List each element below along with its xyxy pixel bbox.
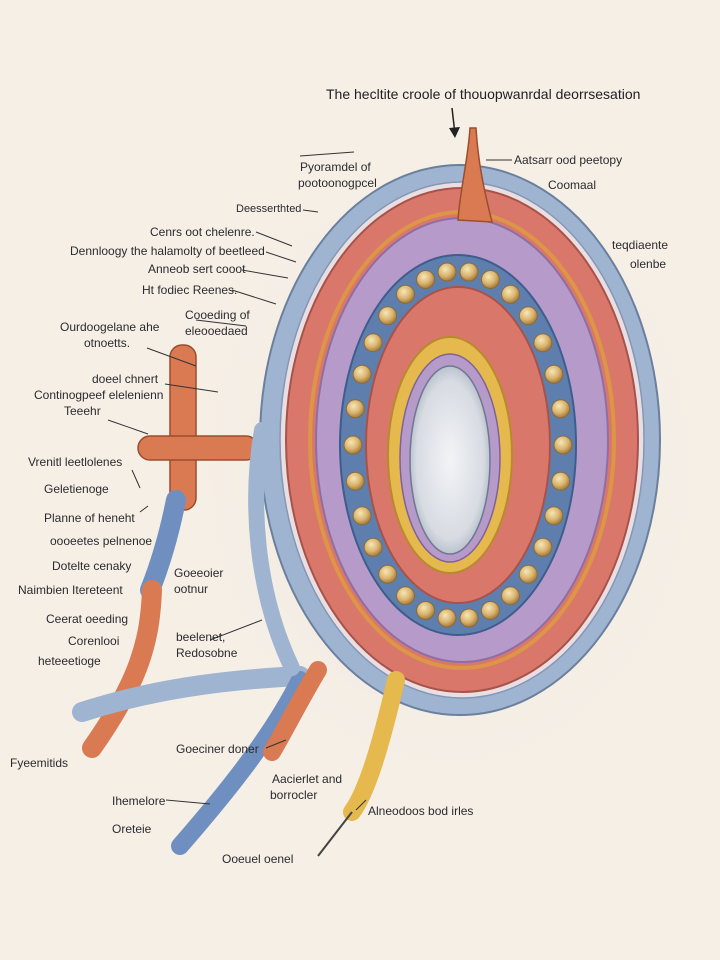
label-bottom-1: Fyeemitids xyxy=(10,756,69,770)
bead xyxy=(459,608,479,628)
label-left-5: Dennloogy the halamolty of beetleed xyxy=(70,244,265,258)
bottom-orange-vessel xyxy=(263,661,327,761)
bead xyxy=(501,586,520,606)
bead xyxy=(352,364,372,384)
bottom-blue-vessel xyxy=(171,671,309,855)
label-bottom-5: borrocler xyxy=(270,788,318,802)
label-left-4: Cenrs oot chelenre. xyxy=(150,225,255,239)
label-left-9: eleooedaed xyxy=(185,324,248,338)
label-bottom-3: Ihemelore xyxy=(112,794,166,808)
left-horizontal-tube xyxy=(137,435,259,461)
bead xyxy=(416,270,436,289)
bottom-yellow-vessel xyxy=(343,671,405,821)
label-top-right-1: Aatsarr ood peetopy xyxy=(514,153,623,167)
bead xyxy=(459,262,479,282)
bead xyxy=(551,399,571,419)
bead xyxy=(551,471,571,491)
bead xyxy=(378,306,398,326)
top-vessel xyxy=(457,127,493,223)
bead xyxy=(345,399,365,419)
label-left-19: Dotelte cenaky xyxy=(52,559,132,573)
bead xyxy=(553,435,573,455)
label-mid-3: beelenet, xyxy=(176,630,226,644)
label-mid-4: Redosobne xyxy=(176,646,238,660)
label-top-right-2: Coomaal xyxy=(548,178,597,192)
bead xyxy=(396,586,415,606)
label-left-2: pootoonogpcel xyxy=(298,176,377,190)
bead xyxy=(501,284,520,304)
label-left-1: Pyoramdel of xyxy=(300,160,371,174)
label-left-18: oooeetes pelnenoe xyxy=(50,534,153,548)
lower-left-orange-tube xyxy=(82,580,162,758)
label-mid-1: Goeeoier xyxy=(174,566,224,580)
label-left-7: Ht fodiec Reenes. xyxy=(142,283,238,297)
bead xyxy=(533,333,553,353)
bead xyxy=(363,537,383,557)
bead xyxy=(343,435,363,455)
diagram-title: The hecltite croole of thouopwanrdal deo… xyxy=(326,86,641,102)
label-left-11: otnoetts. xyxy=(84,336,131,350)
bead xyxy=(544,506,564,526)
left-blue-arc xyxy=(248,422,300,676)
bead xyxy=(518,306,538,326)
left-vertical-tube xyxy=(169,344,197,511)
label-left-10: Ourdoogelane ahe xyxy=(60,320,160,334)
bead xyxy=(363,333,383,353)
left-blue-connector xyxy=(140,490,186,600)
label-bottom-4: Aacierlet and xyxy=(272,772,343,786)
label-bottom-8: Ooeuel oenel xyxy=(222,852,294,866)
label-left-8: Cooeding of xyxy=(185,308,250,322)
bead xyxy=(533,537,553,557)
leader-lines xyxy=(107,151,512,811)
label-mid-2: ootnur xyxy=(174,582,209,596)
lower-left-blue-tube xyxy=(72,666,310,722)
label-left-17: Planne of heneht xyxy=(44,511,135,525)
label-bottom-7: Oreteie xyxy=(112,822,152,836)
bead xyxy=(396,284,415,304)
top-arrow-head xyxy=(449,127,460,138)
label-bottom-2: Goeciner doner xyxy=(176,742,259,756)
bead xyxy=(352,506,372,526)
bead xyxy=(378,564,398,584)
label-right-2: olenbe xyxy=(630,257,667,271)
bead xyxy=(345,471,365,491)
label-left-12: doeel chnert xyxy=(92,372,159,386)
bead xyxy=(480,601,500,620)
label-left-13: Continogpeef elelenienn xyxy=(34,388,164,402)
bead-ring xyxy=(343,262,573,628)
bead xyxy=(437,262,457,282)
label-left-15: Vrenitl leetlolenes xyxy=(28,455,123,469)
label-left-21: Ceerat oeeding xyxy=(46,612,129,626)
label-bottom-6: Alneodoos bod irles xyxy=(368,804,474,818)
label-left-16: Geletienoge xyxy=(44,482,109,496)
label-left-14: Teeehr xyxy=(64,404,101,418)
bead xyxy=(437,608,457,628)
label-right-1: teqdiaente xyxy=(612,238,669,252)
bead xyxy=(544,364,564,384)
bead xyxy=(416,601,436,620)
central-lumen xyxy=(409,365,491,555)
bottom-thin-line xyxy=(317,811,353,857)
label-left-6: Anneob sert cooot xyxy=(148,262,246,276)
label-left-22: Corenlooi xyxy=(68,634,120,648)
label-left-23: heteeetioge xyxy=(38,654,101,668)
label-left-20: Naimbien Itereteent xyxy=(18,583,123,597)
bead xyxy=(480,270,500,289)
label-left-3: Deesserthted xyxy=(236,203,302,215)
bead xyxy=(518,564,538,584)
